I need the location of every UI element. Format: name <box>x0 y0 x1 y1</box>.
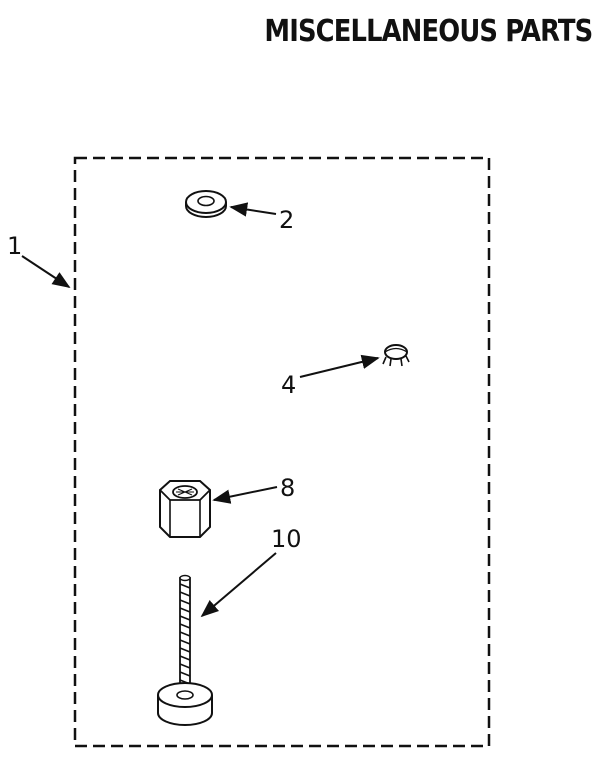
callout-1-leader <box>21 255 71 288</box>
washer-part <box>185 190 227 218</box>
bolt-part <box>157 574 213 726</box>
hex-nut-part <box>159 480 211 538</box>
callout-4-label: 4 <box>281 371 296 399</box>
callout-2-label: 2 <box>279 206 294 234</box>
clip-part <box>382 344 410 367</box>
callout-4-leader <box>299 354 380 378</box>
callout-8-label: 8 <box>280 474 295 502</box>
callout-10-label: 10 <box>271 525 302 553</box>
callout-2-leader <box>229 202 277 217</box>
callout-1-label: 1 <box>7 232 22 260</box>
page-title: MISCELLANEOUS PARTS <box>264 14 593 49</box>
kit-boundary <box>73 156 491 748</box>
callout-10-leader <box>200 552 277 618</box>
callout-8-leader <box>212 486 278 504</box>
